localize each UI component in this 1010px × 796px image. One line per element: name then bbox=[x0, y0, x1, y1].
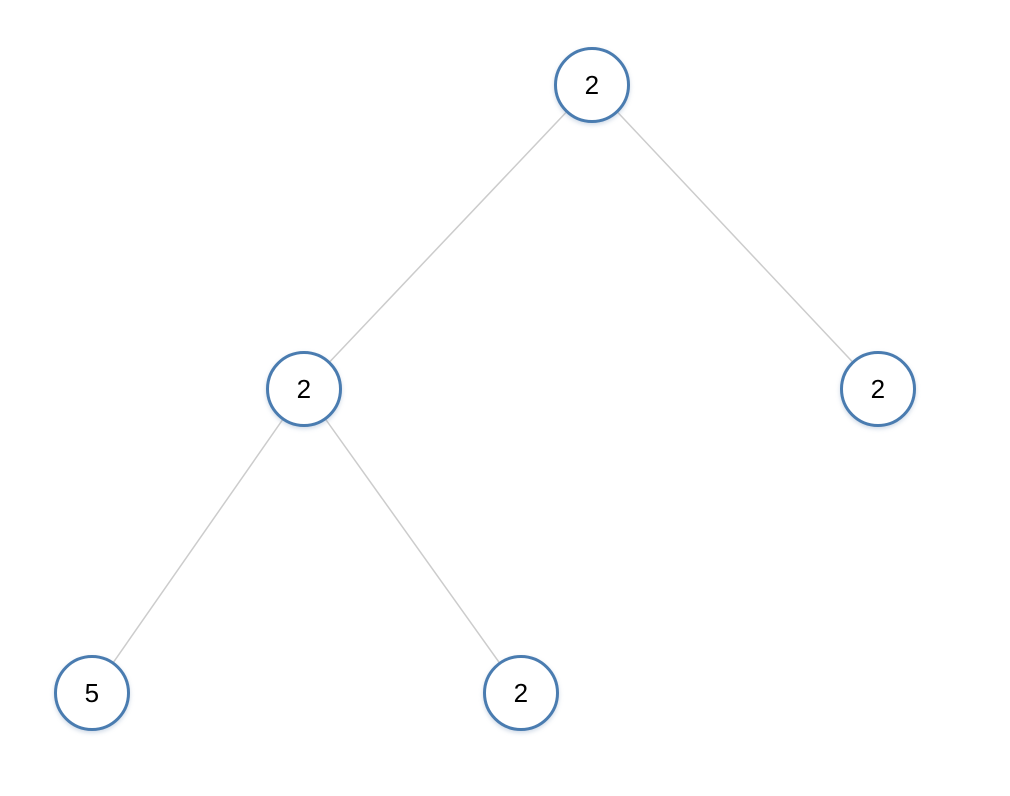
tree-node-n-l[interactable]: 2 bbox=[266, 351, 342, 427]
tree-node-root[interactable]: 2 bbox=[554, 47, 630, 123]
tree-node-label: 2 bbox=[296, 374, 312, 404]
tree-node-n-r[interactable]: 2 bbox=[840, 351, 916, 427]
tree-edge bbox=[303, 84, 593, 390]
tree-node-label: 5 bbox=[84, 678, 100, 708]
tree-edge bbox=[591, 84, 879, 390]
tree-node-n-ll[interactable]: 5 bbox=[54, 655, 130, 731]
tree-node-n-lr[interactable]: 2 bbox=[483, 655, 559, 731]
tree-node-label: 2 bbox=[584, 70, 600, 100]
tree-node-label: 2 bbox=[513, 678, 529, 708]
tree-edge bbox=[303, 388, 522, 694]
tree-edge bbox=[91, 388, 305, 694]
tree-node-label: 2 bbox=[870, 374, 886, 404]
